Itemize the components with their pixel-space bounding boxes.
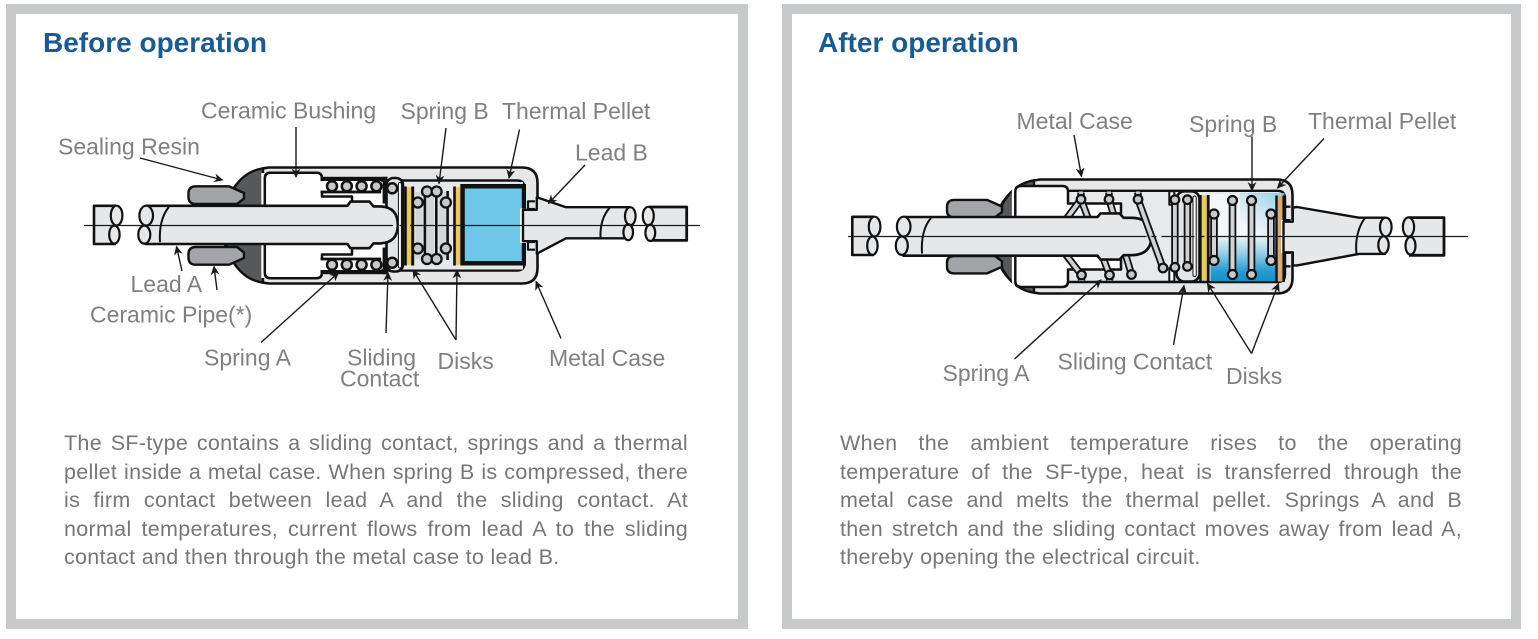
svg-text:Spring B: Spring B xyxy=(1189,111,1277,137)
svg-text:Spring A: Spring A xyxy=(204,345,292,371)
svg-text:Sliding: Sliding xyxy=(347,345,416,371)
svg-text:Metal Case: Metal Case xyxy=(549,345,665,371)
svg-text:Disks: Disks xyxy=(438,348,494,374)
svg-text:Ceramic Pipe(*): Ceramic Pipe(*) xyxy=(90,302,252,328)
svg-text:Sliding Contact: Sliding Contact xyxy=(1058,349,1213,375)
svg-text:Sealing Resin: Sealing Resin xyxy=(58,134,200,160)
svg-text:Contact: Contact xyxy=(340,366,420,392)
svg-text:Thermal Pellet: Thermal Pellet xyxy=(1308,108,1457,134)
svg-text:Spring B: Spring B xyxy=(401,98,489,124)
svg-text:Disks: Disks xyxy=(1226,363,1282,389)
svg-text:Thermal Pellet: Thermal Pellet xyxy=(502,98,651,124)
svg-text:Metal Case: Metal Case xyxy=(1017,108,1133,134)
svg-text:Lead A: Lead A xyxy=(131,271,203,297)
svg-text:Spring A: Spring A xyxy=(943,360,1031,386)
svg-text:Lead B: Lead B xyxy=(575,140,648,166)
svg-text:Ceramic Bushing: Ceramic Bushing xyxy=(201,98,376,124)
